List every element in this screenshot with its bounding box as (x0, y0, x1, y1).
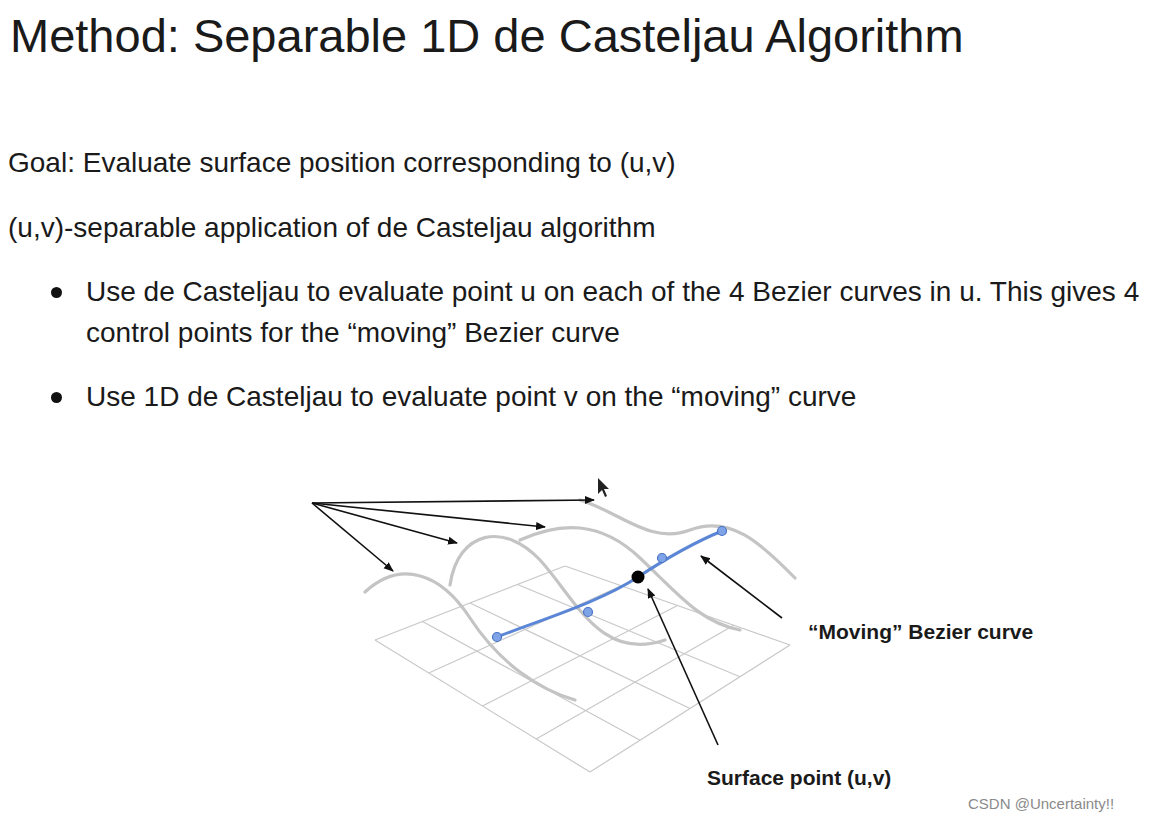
bullet-text: Use 1D de Casteljau to evaluate point v … (86, 377, 856, 418)
moving-bezier-curve (497, 531, 722, 637)
pointer-arrows (312, 500, 782, 745)
watermark: CSDN @Uncertainty!! (968, 793, 1114, 815)
bezier-curves-in-u (365, 500, 795, 700)
slide-title: Method: Separable 1D de Casteljau Algori… (10, 8, 964, 63)
surface-point (632, 571, 645, 584)
bullet-dot (51, 287, 62, 298)
parameter-grid (375, 566, 790, 772)
body-text: (u,v)-separable application of de Castel… (8, 208, 655, 249)
goal-text: Goal: Evaluate surface position correspo… (8, 143, 676, 184)
control-points (493, 527, 727, 642)
callout-label: Surface point (u,v) (707, 763, 891, 793)
bullet-dot (51, 392, 62, 403)
bullet-text: Use de Casteljau to evaluate point u on … (86, 272, 1148, 353)
callout-label: “Moving” Bezier curve (808, 617, 1033, 647)
mouse-cursor (598, 478, 609, 497)
